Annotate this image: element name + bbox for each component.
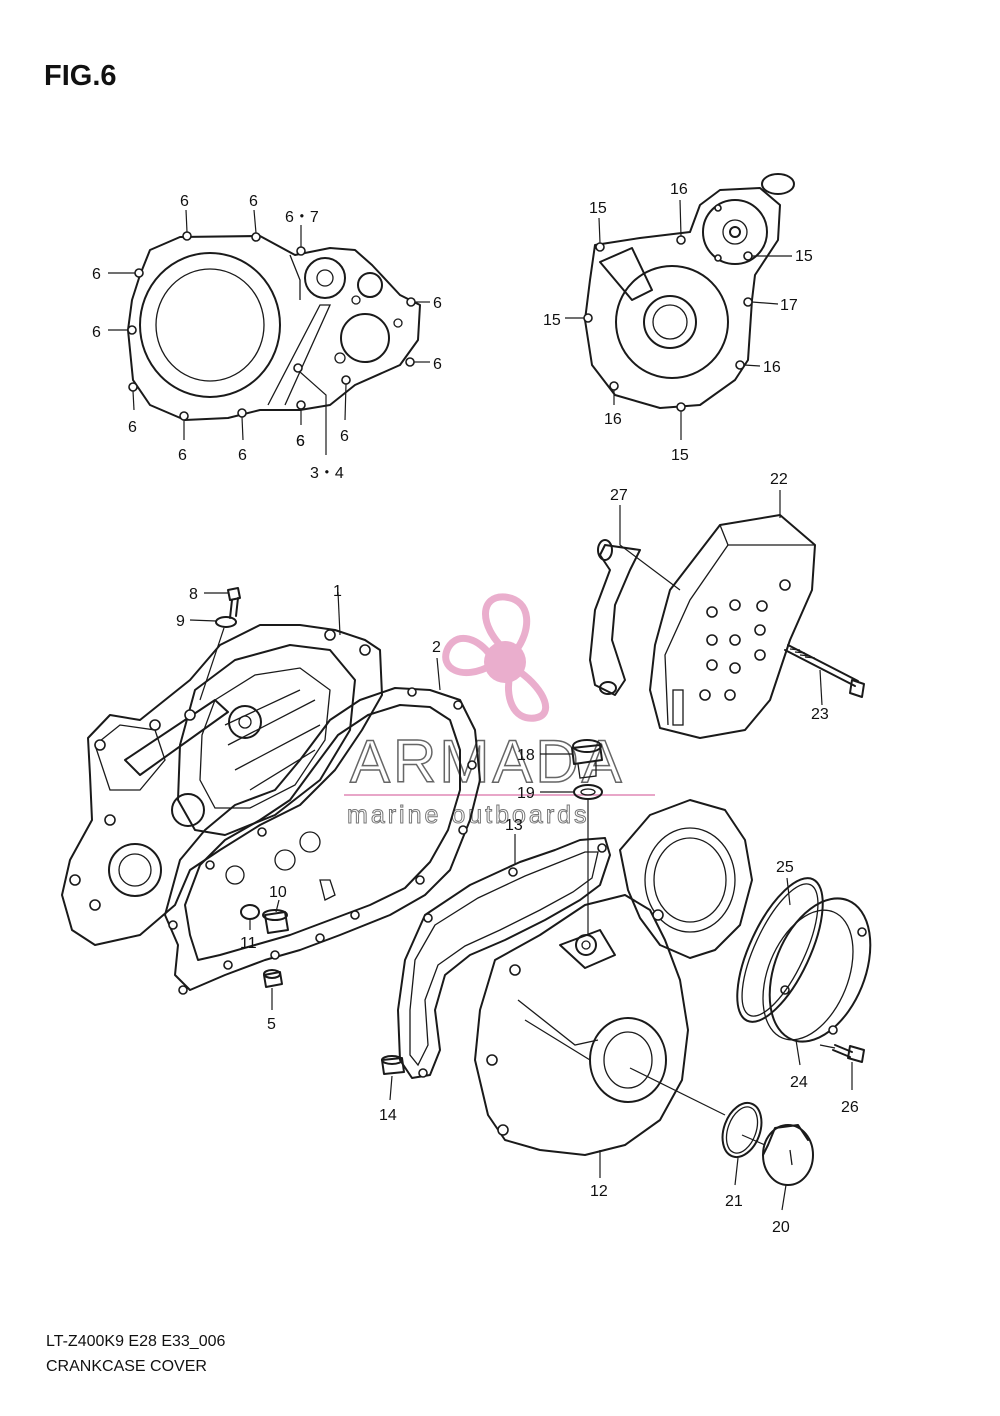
callout-label: 13 [505,817,523,834]
plug-part-20 [762,1124,814,1186]
callout-label: 18 [517,747,535,764]
clutch-cover-part-3-4 [127,231,421,421]
plug-part-10 [262,909,289,934]
callout-label: 2 [432,639,441,656]
callout-label: 14 [379,1107,397,1124]
figure-title: FIG.6 [44,60,117,92]
callout-label: 21 [725,1193,743,1210]
dowel-pin-part-5 [263,969,283,988]
callout-label: 15 [543,312,561,329]
callout-label: 27 [610,487,628,504]
model-code: LT-Z400K9 E28 E33_006 [46,1333,226,1350]
callout-label: 9 [176,613,185,630]
callout-label: 6 [296,433,305,450]
watermark-brand: ARMADA [350,728,625,795]
magneto-cover-part-15-17 [583,173,795,412]
bolt-part-8 [227,587,241,619]
magneto-cover-part-12 [474,799,753,1156]
callout-label: 6 [249,193,258,210]
propeller-blade-right [504,668,550,722]
bolt-part-26 [832,1044,865,1063]
callout-label: 26 [841,1099,859,1116]
callout-labels: 6 6 6・7 6 6 6 6 6 6 6 6 6 6 3・4 16 15 15… [92,181,859,1236]
callout-label: 8 [189,586,198,603]
propeller-blade-top [482,593,531,656]
callout-label: 19 [517,785,535,802]
callout-label: 6 [180,193,189,210]
watermark-tagline: marine outboards [347,801,590,829]
callout-label: 3・4 [310,465,344,482]
callout-label: 20 [772,1219,790,1236]
callout-label: 6・7 [285,209,319,226]
watermark-propeller-icon [442,593,550,722]
gasket-part-13 [397,837,611,1079]
dowel-pin-part-14 [381,1055,405,1075]
callout-label: 6 [178,447,187,464]
callout-label: 17 [780,297,798,314]
callout-label: 5 [267,1016,276,1033]
propeller-hub [484,641,526,683]
callout-label: 11 [240,935,257,952]
callout-label: 15 [589,200,607,217]
callout-label: 6 [433,356,442,373]
callout-label: 15 [795,248,813,265]
callout-label: 6 [433,295,442,312]
callout-label: 6 [296,433,305,450]
crankcase-cover-part-1 [61,624,383,946]
callout-label: 12 [590,1183,608,1200]
plug-part-18 [571,739,603,779]
callout-label: 6 [128,419,137,436]
o-ring-part-21 [721,1101,763,1159]
callout-label: 16 [670,181,688,198]
section-name: CRANKCASE COVER [46,1358,207,1375]
callout-label: 22 [770,471,788,488]
callout-label: 6 [92,266,101,283]
callout-label: 1 [333,583,342,600]
leader-lines [108,199,853,1211]
callout-label: 23 [811,706,829,723]
gasket-part-2 [164,687,481,995]
bracket-part-27 [589,539,641,696]
callout-label: 24 [790,1074,808,1091]
o-ring-part-25 [736,877,824,1023]
callout-label: 6 [340,428,349,445]
callout-label: 10 [269,884,287,901]
washer-part-9 [215,616,237,628]
washer-part-11 [240,904,260,920]
callout-label: 16 [604,411,622,428]
bolt-part-23 [784,644,865,698]
callout-label: 6 [238,447,247,464]
callout-label: 16 [763,359,781,376]
callout-label: 25 [776,859,794,876]
propeller-blade-left [442,634,496,677]
round-cover-part-24 [762,897,872,1043]
guard-plate-part-22 [649,514,816,739]
callout-label: 15 [671,447,689,464]
callout-label: 6 [92,324,101,341]
